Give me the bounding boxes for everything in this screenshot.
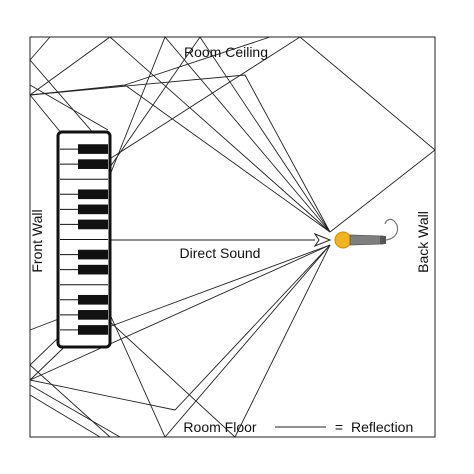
legend-label: Reflection bbox=[351, 419, 413, 435]
back-wall-label: Back Wall bbox=[415, 211, 431, 273]
black-key bbox=[78, 219, 108, 230]
legend-equals: = bbox=[335, 419, 343, 435]
black-key bbox=[78, 294, 108, 305]
black-key bbox=[78, 249, 108, 260]
reflection-line bbox=[29, 394, 101, 438]
reflection-line bbox=[107, 36, 436, 233]
direct-sound-arrow bbox=[108, 232, 332, 248]
reflection-line bbox=[29, 84, 109, 131]
direct-sound-label: Direct Sound bbox=[180, 245, 261, 261]
black-key bbox=[78, 204, 108, 215]
legend: = Reflection bbox=[275, 419, 413, 435]
reflection-line bbox=[29, 384, 121, 438]
black-key bbox=[78, 325, 108, 335]
reflection-line bbox=[29, 36, 109, 151]
piano-keyboard-icon bbox=[56, 130, 112, 349]
microphone-icon bbox=[334, 218, 399, 249]
black-key bbox=[78, 144, 108, 154]
reflection-line bbox=[107, 244, 331, 438]
reflection-line bbox=[107, 36, 331, 233]
reflection-line bbox=[124, 36, 271, 86]
black-key bbox=[78, 310, 108, 320]
reflection-lines bbox=[29, 36, 436, 438]
reflection-line bbox=[107, 244, 331, 438]
reflection-line bbox=[29, 74, 331, 233]
black-key bbox=[78, 159, 108, 169]
floor-label: Room Floor bbox=[183, 419, 256, 435]
room-outline bbox=[29, 36, 436, 438]
reflection-line bbox=[29, 244, 331, 411]
black-key bbox=[78, 264, 108, 275]
black-key bbox=[78, 189, 108, 200]
reflection-line bbox=[107, 36, 331, 233]
ceiling-label: Room Ceiling bbox=[184, 44, 268, 60]
front-wall-label: Front Wall bbox=[29, 209, 45, 272]
